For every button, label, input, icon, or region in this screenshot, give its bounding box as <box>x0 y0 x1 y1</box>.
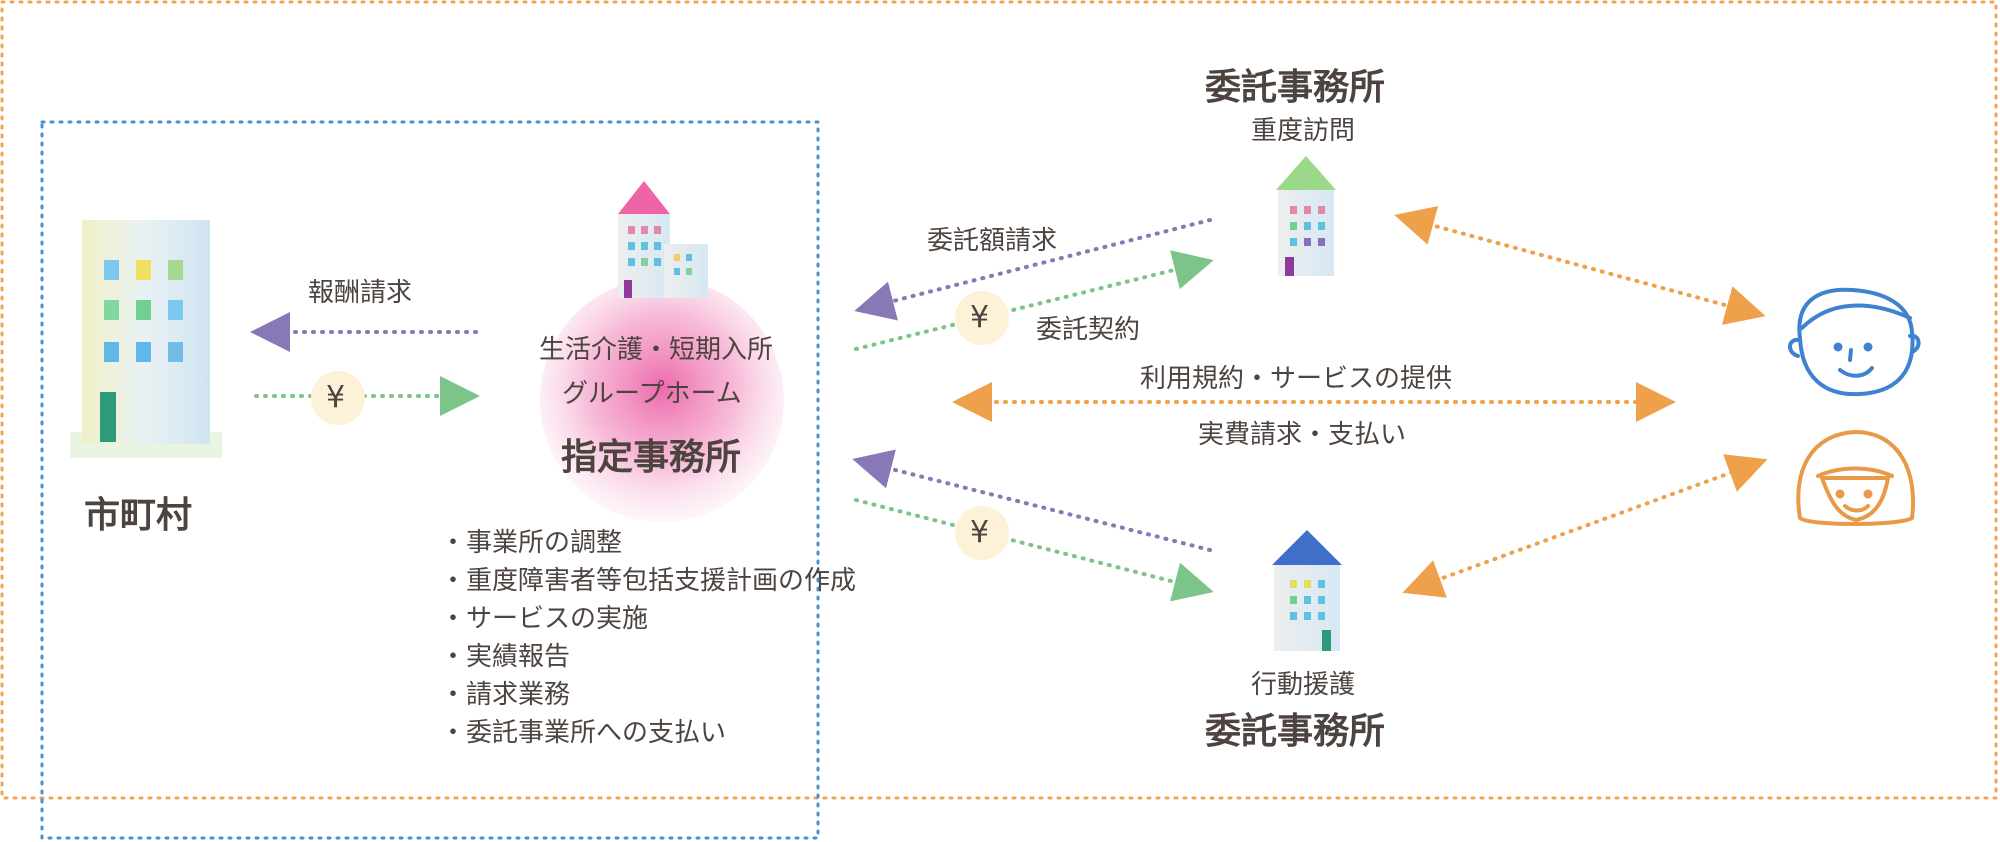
actual-cost-label: 実費請求・支払い <box>1198 420 1407 450</box>
outer-region-border <box>0 0 1998 800</box>
payment-to-consigned-top-arrow <box>854 250 1214 351</box>
task-item: 委託事業所への支払い <box>440 714 856 752</box>
yen-coin-bottom <box>955 506 1009 560</box>
yen-symbol-bottom: ¥ <box>970 515 990 550</box>
consignment-contract-label: 委託契約 <box>1036 315 1141 345</box>
task-item: 重度障害者等包括支援計画の作成 <box>440 562 856 600</box>
designated-office-label: 指定事務所 <box>561 437 742 478</box>
reward-claim-label: 報酬請求 <box>308 278 413 308</box>
girl-face-icon <box>1796 429 1915 526</box>
yen-coin-top <box>955 291 1009 345</box>
designated-task-list: 事業所の調整 重度障害者等包括支援計画の作成 サービスの実施 実績報告 請求業務… <box>440 524 856 752</box>
bottom-office-to-user-arrow <box>1402 454 1768 598</box>
consigned-office-bottom-service: 行動援護 <box>1251 670 1356 700</box>
task-item: 請求業務 <box>440 676 856 714</box>
usage-terms-label: 利用規約・サービスの提供 <box>1140 364 1453 394</box>
task-item: 事業所の調整 <box>440 524 856 562</box>
inner-region-border <box>40 120 820 840</box>
top-office-to-user-arrow <box>1394 206 1766 325</box>
designated-services-line2: グループホーム <box>562 379 742 409</box>
yen-symbol-top: ¥ <box>970 300 990 335</box>
boy-face-icon <box>1788 287 1921 397</box>
task-item: サービスの実施 <box>440 600 856 638</box>
designated-office-blob <box>540 278 784 522</box>
pink-house-icon <box>618 181 708 298</box>
green-roof-building-icon <box>1276 156 1336 276</box>
payment-to-consigned-bottom-arrow <box>854 498 1214 602</box>
designated-services-line1: 生活介護・短期入所 <box>539 335 774 365</box>
blue-roof-building-icon <box>1272 530 1342 651</box>
yen-symbol-left: ¥ <box>326 380 346 415</box>
consignment-claim-bottom-arrow <box>852 449 1212 552</box>
consignment-claim-top-arrow <box>854 218 1212 321</box>
consigned-office-top-label: 委託事務所 <box>1205 67 1386 108</box>
consigned-office-bottom-label: 委託事務所 <box>1205 711 1386 752</box>
municipality-label: 市町村 <box>84 495 193 536</box>
yen-coin-left <box>311 371 365 425</box>
consigned-office-top-service: 重度訪問 <box>1251 116 1356 146</box>
task-item: 実績報告 <box>440 638 856 676</box>
consignment-claim-label: 委託額請求 <box>927 226 1058 256</box>
city-hall-building-icon <box>70 220 222 458</box>
